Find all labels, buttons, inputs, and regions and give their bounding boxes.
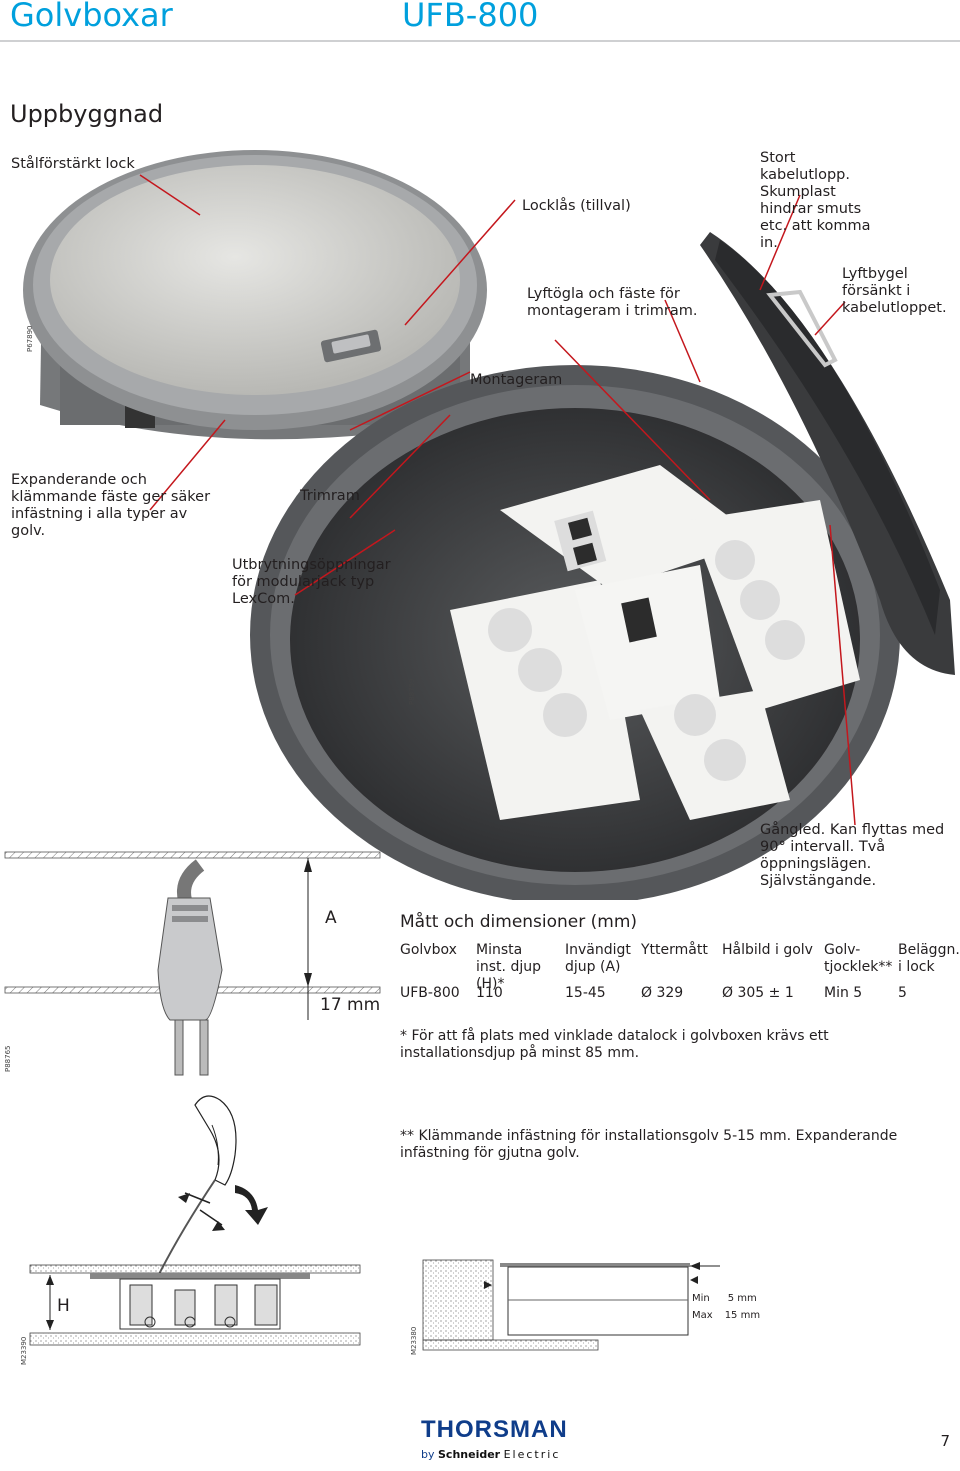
installation-diagram — [29, 1095, 720, 1351]
product-illustration — [23, 150, 955, 900]
table-cell: Ø 305 ± 1 — [722, 985, 794, 1001]
callout-lift-bar: Lyftbygel försänkt i kabelutloppet. — [842, 266, 947, 316]
brand-name: THORSMAN — [421, 1416, 568, 1443]
section-title: Uppbyggnad — [10, 100, 164, 128]
table-cell: Ø 329 — [641, 985, 684, 1001]
category-title: Golvboxar — [10, 0, 173, 34]
table-cell: 15-45 — [565, 985, 606, 1001]
open-box — [250, 232, 955, 900]
col-header: Invändigt djup (A) — [565, 942, 631, 975]
min-value: 5 mm — [727, 1293, 757, 1304]
min-label: Min — [692, 1293, 710, 1304]
col-header: Minsta inst. djup (H)* — [476, 942, 541, 992]
table-cell: 110 — [476, 985, 503, 1001]
callout-lift-eye: Lyftögla och fäste för montageram i trim… — [527, 286, 698, 319]
callout-hinge: Gångled. Kan flyttas med 90° intervall. … — [760, 822, 945, 889]
image-code-plug: P88765 — [4, 1045, 12, 1073]
page-header: Golvboxar UFB-800 — [0, 0, 960, 42]
page-number: 7 — [940, 1432, 950, 1450]
footnote-1: * För att få plats med vinklade datalock… — [400, 1028, 829, 1061]
header-rule — [0, 40, 960, 42]
brand-parent: Schneider — [438, 1448, 501, 1461]
leader-lines — [139, 174, 856, 826]
table-cell: Min 5 — [824, 985, 863, 1001]
closed-box — [23, 150, 487, 440]
callout-trim: Trimram — [300, 488, 360, 504]
dimensions-table-title: Mått och dimensioner (mm) — [400, 912, 638, 932]
callout-frame: Montageram — [470, 372, 563, 388]
image-code-open-box: P88759 — [408, 678, 416, 706]
product-title: UFB-800 — [402, 0, 539, 34]
dimensions-table: Golvbox Minsta inst. djup (H)* Invändigt… — [400, 942, 960, 1012]
brand-logo: THORSMAN by Schneider Electric — [421, 1416, 568, 1461]
footnote-2: ** Klämmande infästning för installation… — [400, 1128, 898, 1161]
col-header: Golv-tjocklek** — [824, 942, 893, 975]
min-max-labels: Min 5 mm Max 15 mm — [692, 1290, 760, 1324]
table-cell: 5 — [898, 985, 907, 1001]
max-label: Max — [692, 1310, 713, 1321]
dimension-h: H — [57, 1296, 70, 1316]
callout-cable: Stort kabelutlopp. Skumplast hindrar smu… — [760, 150, 871, 251]
col-header: Hålbild i golv — [722, 942, 813, 958]
image-code-section-right: M23380 — [410, 1326, 418, 1355]
callout-expand: Expanderande och klämmande fäste ger säk… — [11, 472, 211, 539]
brand-parent-suffix: Electric — [503, 1448, 561, 1461]
brand-by: by — [421, 1448, 435, 1461]
dimension-a: A — [325, 908, 337, 928]
callout-lock: Locklås (tillval) — [522, 198, 631, 214]
image-code-section-left: M23390 — [20, 1336, 28, 1365]
col-header: Beläggn. i lock — [898, 942, 960, 975]
col-header: Golvbox — [400, 942, 457, 958]
callout-knockout: Utbrytningsöppningar för modularjack typ… — [232, 557, 391, 607]
plug-diagram — [4, 851, 381, 1076]
col-header: Yttermått — [641, 942, 708, 958]
dimension-depth: 17 mm — [320, 995, 381, 1015]
table-cell: UFB-800 — [400, 985, 460, 1001]
max-value: 15 mm — [724, 1310, 761, 1321]
callout-lid: Stålförstärkt lock — [11, 156, 135, 172]
image-code-top-box: P67890 — [26, 325, 34, 353]
